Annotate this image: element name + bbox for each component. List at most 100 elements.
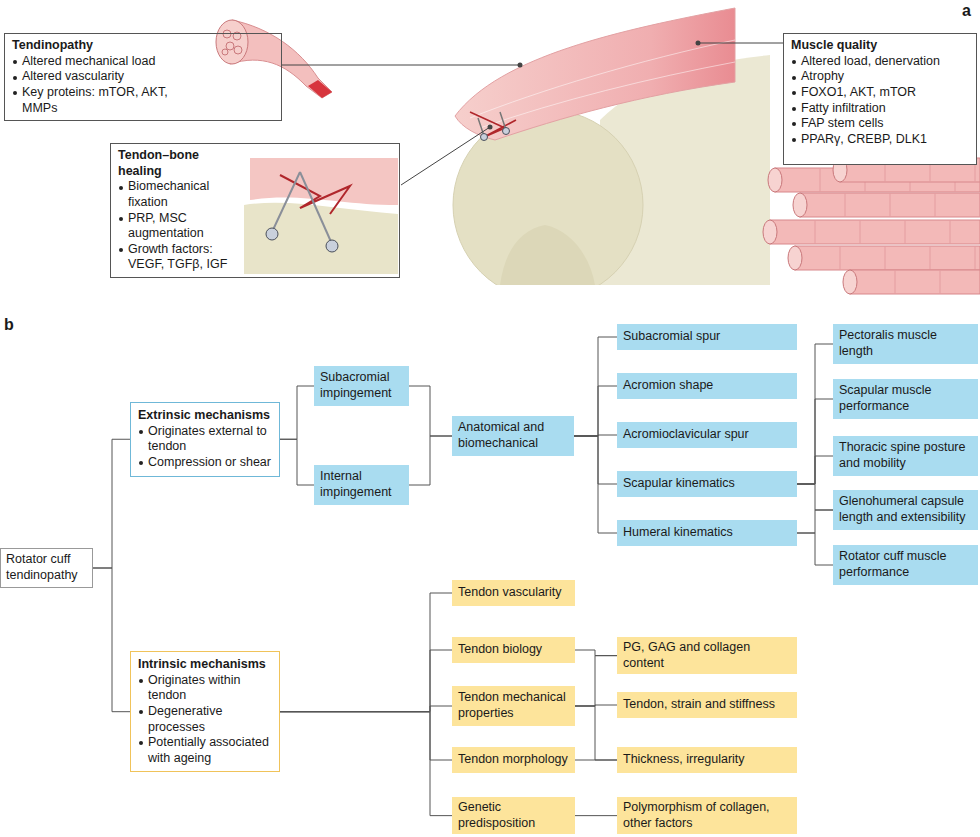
bullet-item: Altered mechanical load (12, 54, 201, 70)
tree-connector (574, 436, 617, 484)
box-heading: Intrinsic mechanisms (138, 657, 272, 673)
leader-lines-part (698, 43, 783, 44)
tree-connector (797, 456, 833, 484)
tree-connector (280, 439, 314, 485)
extrinsic-factor-box: Subacromial impingement (314, 366, 409, 406)
tendon-bone-inset-part (244, 203, 398, 274)
box-label: Acromion shape (623, 378, 791, 394)
bullet-item: FAP stem cells (791, 116, 969, 132)
muscle-fibres-part (788, 246, 802, 270)
repair-sutures-part (481, 134, 488, 141)
extrinsic-factor-box: Scapular muscle performance (833, 379, 978, 419)
tree-connector (409, 386, 452, 436)
box-label: Tendon biology (458, 642, 569, 658)
supraspinatus-muscle-part (455, 8, 735, 140)
muscle-fibres-part (845, 193, 846, 217)
box-label: Tendon, strain and stiffness (623, 697, 791, 713)
box-label: Rotator cuff muscle performance (839, 549, 972, 580)
muscle-fibres-part (793, 193, 807, 217)
box-label: Humeral kinematics (623, 525, 791, 541)
bullet-item: Altered vascularity (12, 69, 201, 85)
tree-connector (280, 706, 452, 712)
intrinsic-factor-box: Tendon mechanical properties (452, 686, 575, 726)
box-label: Scapular kinematics (623, 476, 791, 492)
tendon-bone-inset-part (272, 172, 300, 232)
intrinsic-factor-box: Tendon vascularity (452, 580, 575, 606)
muscle-fibres-part (895, 270, 896, 294)
box-label: Internal impingement (320, 469, 403, 500)
extrinsic-factor-box: Humeral kinematics (617, 520, 797, 546)
muscle-fibres (763, 158, 980, 294)
tree-connector (575, 815, 617, 816)
leader-lines-part (696, 41, 701, 46)
box-label: Subacromial spur (623, 329, 791, 345)
bullet-item: Biomechanical fixation (118, 179, 234, 210)
leader-lines-part (282, 65, 520, 66)
muscle-fibres-part (975, 246, 976, 270)
mechanism-box: Extrinsic mechanismsOriginates external … (130, 402, 280, 477)
bullet-item: PPARγ, CREBP, DLK1 (791, 132, 969, 148)
annotation-box: Tendon–bone healingBiomechanical fixatio… (110, 143, 400, 278)
tendon-figure-part (308, 80, 332, 98)
panel-letter: a (962, 2, 971, 20)
tree-connector (797, 510, 833, 533)
bullet-item: Degenerative processes (138, 704, 272, 735)
muscle-fibres-part (940, 270, 941, 294)
tree-connector (797, 399, 833, 484)
muscle-fibres-part (850, 270, 980, 294)
box-label: Tendon morphology (458, 752, 569, 768)
box-label: Anatomical and biomechanical (458, 420, 568, 451)
tree-connector (575, 706, 617, 760)
muscle-fibres-part (770, 220, 980, 244)
muscle-fibres-part (890, 193, 891, 217)
tree-connector (797, 484, 833, 510)
muscle-fibres-part (950, 220, 951, 244)
tree-connector (575, 760, 617, 761)
tree-connector (280, 650, 452, 712)
muscle-fibres-part (930, 246, 931, 270)
tree-connector (280, 712, 452, 816)
leader-lines-part (518, 63, 523, 68)
tree-connector (280, 593, 452, 712)
box-heading: Muscle quality (791, 38, 969, 54)
tendon-figure-part (223, 30, 231, 38)
muscle-fibres-part (905, 220, 906, 244)
tree-connector (575, 650, 617, 656)
tree-connector (574, 337, 617, 436)
muscle-fibres-part (763, 220, 777, 244)
extrinsic-factor-box: Scapular kinematics (617, 471, 797, 497)
bullet-item: Fatty infiltration (791, 101, 969, 117)
muscle-fibres-part (860, 220, 861, 244)
bullet-item: Growth factors: VEGF, TGFβ, IGF (118, 242, 234, 273)
box-label: Subacromial impingement (320, 370, 403, 401)
box-heading: Extrinsic mechanisms (138, 408, 272, 424)
tree-connector (409, 436, 452, 485)
extrinsic-factor-box: Glenohumeral capsule length and extensib… (833, 490, 978, 530)
bullet-item: Originates within tendon (138, 673, 272, 704)
intrinsic-factor-box: Polymorphism of collagen, other factors (617, 797, 797, 834)
tree-connector (280, 386, 314, 439)
box-label: Rotator cuff tendinopathy (6, 552, 87, 583)
bullet-item: PRP, MSC augmentation (118, 211, 234, 242)
bullet-item: Originates external to tendon (138, 424, 272, 455)
repair-sutures-part (503, 128, 510, 135)
muscle-fibres-part (885, 246, 886, 270)
bullet-item: FOXO1, AKT, mTOR (791, 85, 969, 101)
tendon-figure (216, 20, 332, 98)
tree-connector (93, 568, 130, 712)
box-label: PG, GAG and collagen content (623, 640, 791, 671)
tree-connector (797, 344, 833, 484)
tree-connector (93, 439, 130, 568)
extrinsic-factor-box: Thoracic spine posture and mobility (833, 436, 978, 476)
intrinsic-factor-box: Tendon biology (452, 637, 575, 663)
root-box: Rotator cuff tendinopathy (0, 548, 93, 588)
leader-lines-part (488, 125, 493, 130)
extrinsic-factor-box: Pectoralis muscle length (833, 324, 978, 364)
tendon-figure-part (216, 20, 248, 64)
tree-connector (575, 656, 617, 706)
muscle-fibres-part (815, 220, 816, 244)
muscle-fibres-part (843, 270, 857, 294)
muscle-fibres-part (768, 168, 782, 192)
box-label: Tendon mechanical properties (458, 690, 569, 721)
